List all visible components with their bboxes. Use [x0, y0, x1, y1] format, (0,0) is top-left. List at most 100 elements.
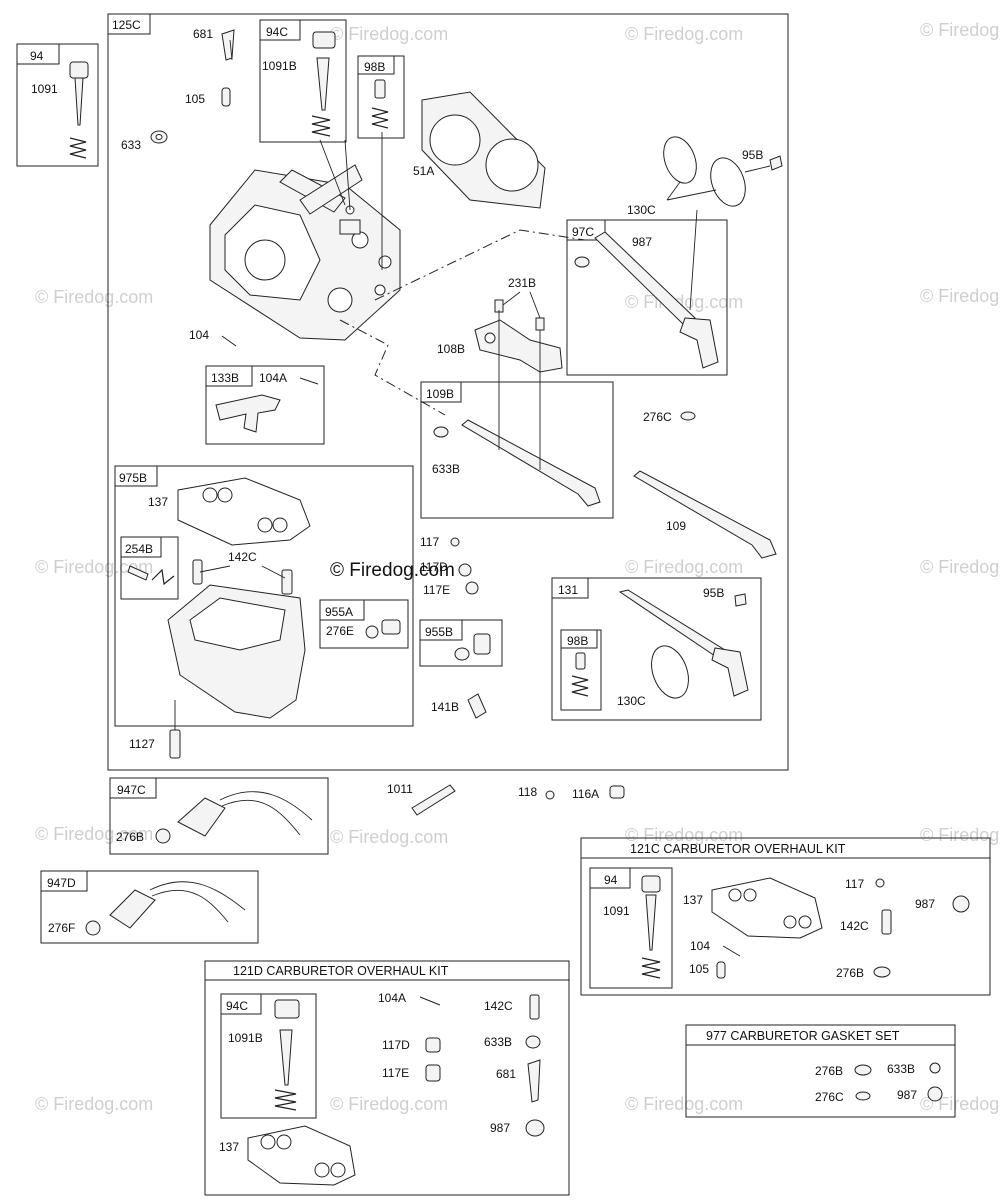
kit-977-633b: 633B	[887, 1062, 915, 1076]
box-133b-code: 133B	[211, 371, 239, 385]
box-94c-code: 94C	[266, 25, 288, 39]
box-947c: 947C 276B	[109, 777, 329, 855]
pin-icon	[221, 335, 237, 347]
spring	[69, 137, 87, 159]
box-94c-part: 1091B	[262, 59, 297, 73]
box-131-code: 131	[558, 583, 578, 597]
washer-icon	[155, 828, 171, 844]
box-133b: 133B 104A	[205, 365, 325, 445]
float-valve-clip	[69, 61, 89, 79]
box-131-part2: 130C	[617, 694, 646, 708]
watermark: © Firedog.com	[35, 824, 153, 844]
part-681-icon	[527, 1059, 541, 1103]
kit-121d-117d: 117D	[382, 1038, 410, 1052]
kit-121d: 121D CARBURETOR OVERHAUL KIT 94C 1091B 1…	[204, 960, 570, 1196]
watermark: © Firedog.com	[35, 287, 153, 307]
label-104: 104	[189, 328, 209, 342]
screw-icon	[575, 652, 586, 670]
float-valve-clip	[274, 999, 300, 1019]
kit-121d-box-part: 1091B	[228, 1031, 263, 1045]
float-valve-clip	[312, 31, 336, 49]
kit-121d-gasket-label: 137	[219, 1140, 239, 1154]
throttle-lever	[679, 317, 719, 369]
washer-icon	[454, 647, 470, 661]
watermark: © Firedog.com	[625, 292, 743, 312]
throttle-shaft	[594, 231, 696, 327]
label-118: 118	[518, 785, 537, 799]
box-109b-code: 109B	[426, 387, 454, 401]
part-51a-gasket	[421, 91, 546, 209]
kit-977-276b: 276B	[815, 1064, 843, 1078]
kit-977-276c: 276C	[815, 1090, 844, 1104]
box-975b: 975B 137	[114, 465, 414, 727]
box-947d-part: 276F	[48, 921, 75, 935]
spring	[151, 568, 175, 586]
label-109: 109	[666, 519, 686, 533]
watermark: © Firedog.com	[330, 24, 448, 44]
watermark: © Firedog.com	[625, 24, 743, 44]
throttle-plate-icon	[651, 645, 689, 699]
kit-121c-105: 105	[689, 962, 709, 976]
spring	[571, 675, 589, 697]
seal-icon	[952, 895, 970, 913]
screw-icon	[169, 729, 181, 759]
jet-icon	[425, 1064, 441, 1082]
kit-121c-title: 121C CARBURETOR OVERHAUL KIT	[630, 842, 846, 856]
label-108b: 108B	[437, 342, 465, 356]
box-109b: 109B 633B	[420, 381, 614, 519]
kit-121c-104: 104	[690, 939, 710, 953]
kit-121c-box-code: 94	[604, 873, 618, 887]
watermark: © Firedog.com	[625, 1094, 743, 1114]
label-117e: 117E	[423, 583, 450, 597]
kit-121d-681: 681	[496, 1067, 516, 1081]
throttle-plate-icon	[663, 136, 697, 184]
screw-icon	[881, 909, 892, 935]
kit-121c-117: 117	[845, 877, 864, 891]
spring	[371, 107, 389, 129]
jet-icon	[450, 537, 460, 547]
watermark: © Firedog.com	[35, 1094, 153, 1114]
axis-line	[374, 229, 586, 301]
screw-icon	[281, 569, 293, 595]
box-133b-part: 104A	[259, 371, 287, 385]
jet-icon	[875, 878, 885, 888]
main-assembly-tag	[107, 13, 151, 35]
box-131: 131 95B 130C	[551, 577, 762, 721]
jet-icon	[545, 790, 555, 800]
kit-977-987: 987	[897, 1088, 917, 1102]
watermark-center: © Firedog.com	[330, 560, 455, 581]
box-97c-part: 987	[632, 235, 652, 249]
wire	[149, 881, 246, 911]
seal-icon	[929, 1062, 941, 1074]
label-117: 117	[420, 535, 439, 549]
part-141b-icon	[467, 693, 487, 719]
solenoid-icon	[109, 889, 156, 929]
watermark: © Firedog.com	[35, 557, 153, 577]
spring	[311, 115, 331, 137]
label-633: 633	[121, 138, 141, 152]
choke-shaft	[461, 419, 601, 507]
box-947d: 947D 276F	[40, 870, 259, 944]
throttle-lever	[711, 647, 749, 697]
kit-121c-gasket-label: 137	[683, 893, 703, 907]
box-98b-2-code: 98B	[567, 634, 588, 648]
screw-icon	[127, 565, 149, 581]
label-142c: 142C	[228, 550, 257, 564]
label-231b: 231B	[508, 276, 536, 290]
watermark: © Firedog.com	[920, 825, 1000, 845]
label-681: 681	[193, 27, 213, 41]
part-109-shaft	[633, 470, 777, 559]
kit-121c-987: 987	[915, 897, 935, 911]
label-130c: 130C	[627, 203, 656, 217]
screw-icon	[535, 317, 545, 331]
kit-977: 977 CARBURETOR GASKET SET 276B 633B 276C…	[685, 1024, 956, 1118]
washer-icon	[854, 1064, 872, 1076]
washer-icon	[680, 411, 696, 421]
kit-121c: 121C CARBURETOR OVERHAUL KIT 94 1091 137…	[580, 837, 991, 996]
kit-121d-987: 987	[490, 1121, 510, 1135]
kit-121d-104a: 104A	[378, 991, 406, 1005]
throttle-plate-icon	[710, 157, 746, 207]
box-254b: 254B	[120, 536, 179, 600]
washer-icon	[873, 966, 891, 978]
